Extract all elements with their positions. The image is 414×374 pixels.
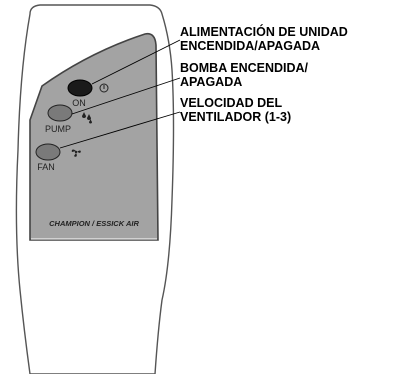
power-icon: [99, 83, 109, 93]
leader-line-fan: [59, 111, 181, 149]
callout-fan-line1: VELOCIDAD DEL: [180, 96, 283, 110]
leader-line-pump: [71, 77, 181, 115]
pump-button[interactable]: [47, 104, 73, 122]
callout-fan-line2: VENTILADOR (1-3): [180, 110, 292, 124]
fan-icon: [71, 149, 81, 157]
callout-power-line1: ALIMENTACIÓN DE UNIDAD: [180, 25, 348, 39]
leader-line-power: [91, 39, 181, 85]
callout-power-line2: ENCENDIDA/APAGADA: [180, 39, 321, 53]
fan-button-label: FAN: [37, 162, 55, 172]
callout-fan: VELOCIDAD DEL VENTILADOR (1-3): [180, 96, 291, 124]
control-panel: [29, 32, 159, 241]
on-button[interactable]: [67, 79, 93, 97]
callout-pump-line1: BOMBA ENCENDIDA/: [180, 61, 309, 75]
brand-label: CHAMPION / ESSICK AIR: [49, 219, 139, 228]
callout-power: ALIMENTACIÓN DE UNIDAD ENCENDIDA/APAGADA: [180, 25, 348, 53]
fan-button[interactable]: [35, 143, 61, 161]
pump-button-label: PUMP: [45, 124, 71, 134]
water-drops-icon: [82, 112, 92, 124]
callout-pump-line2: APAGADA: [180, 75, 243, 89]
on-button-label: ON: [72, 98, 86, 108]
callout-pump: BOMBA ENCENDIDA/ APAGADA: [180, 61, 308, 89]
